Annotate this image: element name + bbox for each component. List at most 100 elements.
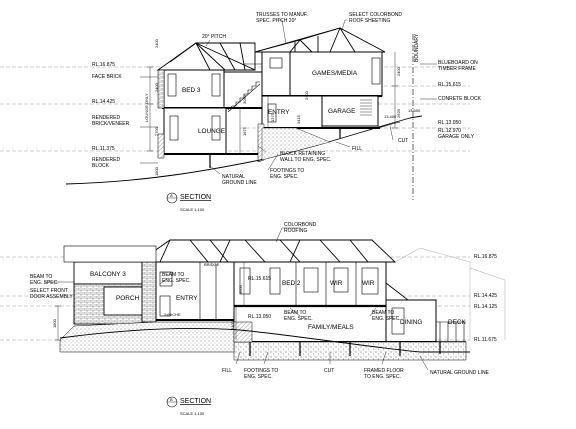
- label-rendered-brick-2: BRICK/VENEER: [92, 121, 130, 127]
- dim-a-8: 1375: [270, 112, 275, 122]
- dim-b-1: 3600: [238, 284, 243, 294]
- label-framed-2: TO ENG. SPEC.: [364, 374, 401, 380]
- label-face-brick: FACE BRICK: [92, 74, 122, 80]
- label-beam-2: BEAM TO: [162, 272, 184, 278]
- section-b-piers: [249, 342, 441, 356]
- label-framed: FRAMED FLOOR: [364, 368, 404, 374]
- room-family: FAMILY/MEALS: [308, 324, 354, 331]
- label-beam-1-2: ENG. SPEC.: [30, 280, 59, 286]
- label-fill-b: FILL: [222, 368, 232, 374]
- label-pitch: 20° PITCH: [202, 34, 226, 40]
- label-colorbond-a-2: ROOF SHEETING: [349, 18, 391, 24]
- section-b-natural-ground: [59, 327, 470, 353]
- section-b-body: [155, 261, 466, 343]
- label-beam-4-2: ENG. SPEC.: [372, 316, 401, 322]
- level-a-7: 13.400: [384, 114, 397, 119]
- dim-a-11: 2620: [396, 108, 401, 118]
- section-b-roof-band: [63, 245, 157, 263]
- label-garage-only: GARAGE ONLY: [438, 134, 475, 140]
- label-trusses-2: SPEC. PITCH 20°: [256, 18, 296, 24]
- label-natural-a: NATURAL: [222, 174, 245, 180]
- section-b-neighbour-outline: [394, 247, 506, 340]
- section-a-title: SECTION: [180, 194, 211, 201]
- section-b-deck: [436, 321, 466, 342]
- dim-b-3: 2400: [230, 320, 235, 330]
- label-retaining: BLOCK RETAINING: [280, 151, 325, 157]
- room-garage-a: GARAGE: [328, 108, 355, 115]
- room-bed2: BED 2: [282, 280, 301, 287]
- level-b-3: RL.14.125: [474, 304, 497, 310]
- section-a-scale: SCALE 1:100: [180, 207, 205, 212]
- label-beam-3: BEAM TO: [284, 310, 306, 316]
- label-beam-2-2: ENG. SPEC.: [162, 278, 191, 284]
- room-bed3-a: BED 3: [182, 87, 201, 94]
- section-a-dimension-lines: [147, 52, 398, 154]
- dim-a-4: 1800: [154, 166, 159, 176]
- section-b-leaders: [44, 227, 429, 371]
- dim-a-5: 1675: [242, 126, 247, 136]
- level-a-8: 13.600: [408, 108, 421, 113]
- room-entry-a: ENTRY: [268, 109, 290, 116]
- section-a-fill: [261, 127, 331, 161]
- room-wir-1: WIR: [330, 280, 343, 287]
- section-a-lower-floor: [162, 95, 380, 155]
- room-balcony: BALCONY 3: [90, 271, 126, 278]
- dim-a-6: 3050: [242, 94, 247, 104]
- section-b-scale: SCALE 1:100: [180, 411, 205, 416]
- section-a-roof: [156, 27, 386, 71]
- label-colorbond-a: SELECT COLORBOND: [349, 12, 402, 18]
- section-b-windows: [159, 267, 405, 335]
- level-b-2: RL.14.425: [474, 293, 497, 299]
- section-a-garage-door: [360, 99, 372, 116]
- level-a-4: RL.15.615: [438, 82, 461, 88]
- level-b-4: RL.11.675: [474, 337, 497, 343]
- label-rendered-block: RENDERED: [92, 157, 120, 163]
- section-a: BED 3 GAMES/MEDIA ENTRY GARAGE LOUNGE TR…: [0, 12, 481, 212]
- label-concrete: CONRETE BLOCK: [438, 96, 481, 102]
- section-b: BALCONY 3 PORCH ENTRY BRIDGE BED 2 WIR W…: [0, 222, 506, 416]
- label-lounge-only: LOUNGE ONLY: [144, 93, 149, 122]
- label-cut-b: CUT: [324, 368, 334, 374]
- label-footings-b: FOOTINGS TO: [244, 368, 278, 374]
- label-select-door: SELECT FRONT: [30, 288, 68, 294]
- label-blueboard: BLUEBOARD ON: [438, 60, 478, 66]
- level-b-5: RL.15.615: [248, 276, 271, 282]
- label-rendered-block-2: BLOCK: [92, 163, 110, 169]
- room-games-a: GAMES/MEDIA: [312, 70, 358, 77]
- dim-a-1: 2400: [154, 38, 159, 48]
- label-niche: 2xNICHE: [164, 312, 181, 317]
- label-blueboard-2: TIMBER FRAME: [438, 66, 476, 72]
- label-cut-a: CUT: [398, 138, 408, 144]
- room-deck: DECK: [448, 319, 466, 326]
- room-bridge: BRIDGE: [204, 262, 220, 267]
- dim-a-7: 2400: [304, 90, 309, 100]
- section-b-partitions: [199, 262, 357, 320]
- label-beam-4: BEAM TO: [372, 310, 394, 316]
- section-a-stair: [227, 52, 263, 113]
- section-b-title: SECTION: [180, 398, 211, 405]
- label-boundary: BOUNDARY: [414, 33, 420, 62]
- label-beam-1: BEAM TO: [30, 274, 52, 280]
- level-b-1: RL.16.875: [474, 254, 497, 260]
- section-a-leaders: [140, 19, 437, 175]
- label-footings-a: FOOTINGS TO: [270, 168, 304, 174]
- label-colorbond-b: COLORBOND: [284, 222, 317, 228]
- label-rendered-brick: RENDERED: [92, 115, 120, 121]
- label-footings-a-2: ENG. SPEC.: [270, 174, 299, 180]
- section-b-stair-block: [233, 321, 253, 343]
- room-dining: DINING: [400, 319, 422, 326]
- label-fill-a: FILL: [352, 146, 362, 152]
- room-porch: PORCH: [116, 295, 139, 302]
- section-a-rendered-block: [157, 133, 165, 159]
- level-b-6: RL.13.050: [248, 314, 271, 320]
- section-b-fill: [59, 321, 235, 353]
- level-a-2: RL.14.425: [92, 99, 115, 105]
- section-a-face-brick: [157, 69, 165, 109]
- dim-a-9: 3415: [296, 114, 301, 124]
- level-a-6: RL.12.970: [438, 128, 461, 134]
- label-natural-b: NATURAL GROUND LINE: [430, 370, 490, 376]
- room-wir-2: WIR: [362, 280, 375, 287]
- section-b-dimension-lines: [55, 262, 245, 341]
- section-a-cut: [377, 121, 401, 129]
